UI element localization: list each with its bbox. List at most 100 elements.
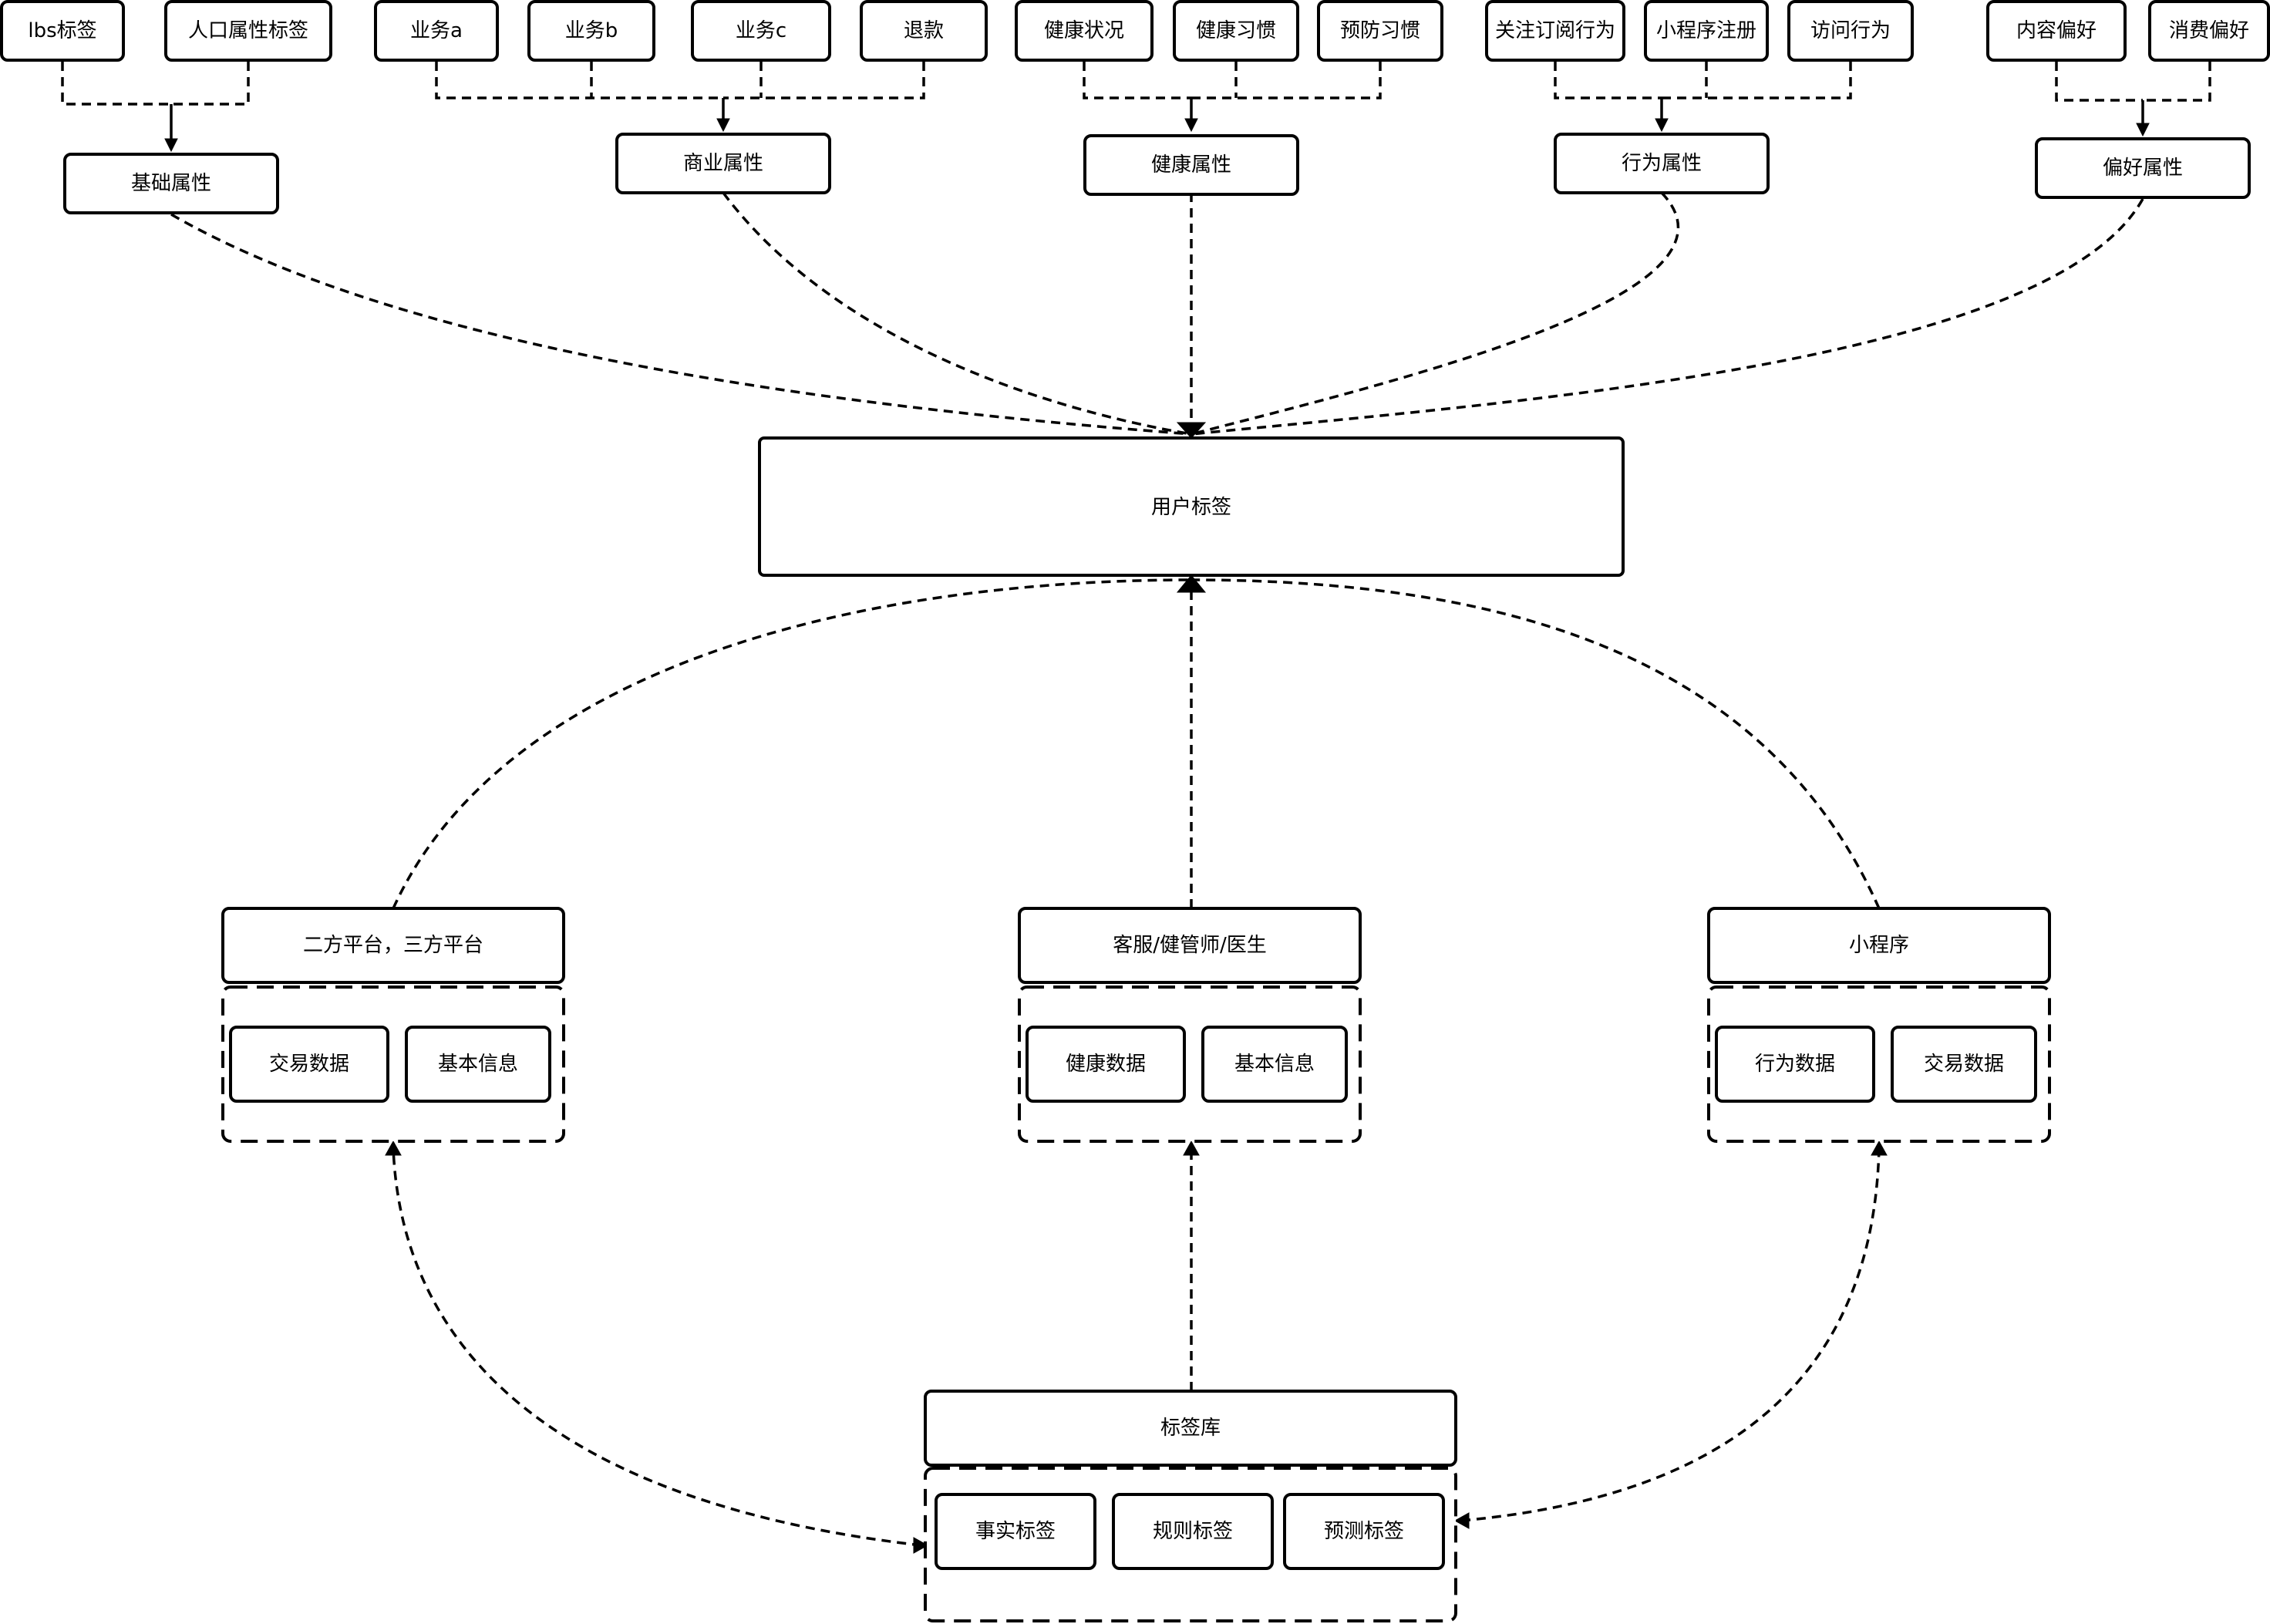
user-tags-node[interactable]: 用户标签 [758,436,1625,577]
edge-library-platform [392,1147,922,1547]
tag-refund[interactable]: 退款 [860,0,988,62]
category-preference[interactable]: 偏好属性 [2035,137,2251,199]
tag-refund-label: 退款 [904,19,944,42]
tag-health-status[interactable]: 健康状况 [1015,0,1154,62]
tag-population[interactable]: 人口属性标签 [164,0,332,62]
tag-library-title: 标签库 [1160,1417,1221,1440]
tag-biz-c[interactable]: 业务c [691,0,831,62]
arrowhead-icon [385,1140,402,1156]
tag-library-header[interactable]: 标签库 [924,1390,1457,1467]
source-miniapp: 小程序 行为数据 交易数据 [1707,907,2051,1143]
source-platform-item[interactable]: 交易数据 [229,1026,389,1103]
tag-biz-b-label: 业务b [565,19,618,42]
tag-consume-pref[interactable]: 消费偏好 [2148,0,2270,62]
source-miniapp-item-label: 行为数据 [1755,1053,1835,1076]
source-platform-title: 二方平台，三方平台 [303,934,483,957]
category-health[interactable]: 健康属性 [1083,134,1299,196]
edge-follow-to-behavior [1554,62,1662,99]
tag-lbs-label: lbs标签 [28,19,96,42]
source-service: 客服/健管师/医生 健康数据 基本信息 [1018,907,1362,1143]
edge-health-status-to-health [1083,62,1191,99]
tag-library-item-label: 事实标签 [975,1520,1056,1543]
edge-behavior-to-center [1191,191,1680,436]
tag-visit[interactable]: 访问行为 [1787,0,1914,62]
edges [61,62,2211,1547]
tag-prevent-habit-label: 预防习惯 [1340,19,1420,42]
edge-library-miniapp [1460,1147,1881,1522]
arrowheads [164,118,2150,1554]
source-platform-item-label: 基本信息 [438,1053,518,1076]
arrowhead-icon [1176,422,1207,439]
tag-content-pref-label: 内容偏好 [2016,19,2097,42]
edge-basic-to-center [170,213,1192,436]
edge-business-to-center [722,191,1192,436]
tag-prevent-habit[interactable]: 预防习惯 [1317,0,1443,62]
source-service-item-label: 基本信息 [1234,1053,1315,1076]
source-service-item[interactable]: 健康数据 [1026,1026,1186,1103]
source-platform: 二方平台，三方平台 交易数据 基本信息 [221,907,565,1143]
tag-content-pref[interactable]: 内容偏好 [1986,0,2127,62]
tag-library-item-label: 预测标签 [1324,1520,1404,1543]
arrowhead-icon [1871,1140,1888,1156]
edge-prevent-habit-to-health [1191,62,1382,99]
tag-health-status-label: 健康状况 [1044,19,1124,42]
source-service-item[interactable]: 基本信息 [1201,1026,1348,1103]
source-miniapp-item[interactable]: 行为数据 [1715,1026,1875,1103]
edge-miniapp-to-center [1191,578,1881,909]
tag-library-item[interactable]: 预测标签 [1283,1493,1445,1570]
tag-biz-b[interactable]: 业务b [527,0,655,62]
arrowhead-icon [1453,1512,1470,1529]
category-behavior[interactable]: 行为属性 [1554,133,1770,194]
edge-content-to-preference [2055,62,2143,102]
source-miniapp-title: 小程序 [1849,934,1909,957]
category-health-label: 健康属性 [1151,153,1231,177]
tag-lbs[interactable]: lbs标签 [0,0,125,62]
edge-biz-a-to-business [435,62,723,99]
arrowhead-icon [1655,118,1669,133]
edge-preference-to-center [1191,198,2144,436]
source-platform-item-label: 交易数据 [269,1053,349,1076]
tag-visit-label: 访问行为 [1810,19,1891,42]
arrowhead-icon [1183,1140,1200,1156]
category-basic[interactable]: 基础属性 [63,153,279,214]
tag-health-habit-label: 健康习惯 [1196,19,1276,42]
arrowhead-icon [716,118,730,133]
source-platform-header[interactable]: 二方平台，三方平台 [221,907,565,984]
tag-follow-subscribe-label: 关注订阅行为 [1495,19,1615,42]
tag-biz-c-label: 业务c [736,19,786,42]
tag-biz-a[interactable]: 业务a [374,0,499,62]
arrowhead-icon [1184,118,1198,133]
tag-library-item[interactable]: 事实标签 [935,1493,1096,1570]
category-behavior-label: 行为属性 [1622,152,1702,175]
tag-population-label: 人口属性标签 [188,19,308,42]
edge-platform-to-center [392,578,1192,909]
category-business[interactable]: 商业属性 [615,133,831,194]
tag-library: 标签库 事实标签 规则标签 预测标签 [924,1390,1457,1622]
source-service-item-label: 健康数据 [1066,1053,1146,1076]
tag-miniapp-register-label: 小程序注册 [1656,19,1756,42]
arrowhead-icon [913,1537,929,1554]
top-tags: lbs标签 人口属性标签 业务a 业务b 业务c 退款 健康状况 健康习惯 [0,0,2270,62]
edge-lbs-to-basic [61,62,171,106]
user-tags-label: 用户标签 [1151,496,1231,519]
arrowhead-icon [1176,574,1207,593]
tag-biz-a-label: 业务a [410,19,463,42]
tag-follow-subscribe[interactable]: 关注订阅行为 [1485,0,1625,62]
edge-consume-to-preference [2143,62,2211,102]
edge-visit-to-behavior [1662,62,1852,99]
category-basic-label: 基础属性 [131,172,211,195]
tag-miniapp-register[interactable]: 小程序注册 [1644,0,1769,62]
source-miniapp-header[interactable]: 小程序 [1707,907,2051,984]
arrowhead-icon [2136,123,2150,137]
source-service-title: 客服/健管师/医生 [1113,934,1267,957]
source-miniapp-item-label: 交易数据 [1924,1053,2004,1076]
source-service-header[interactable]: 客服/健管师/医生 [1018,907,1362,984]
arrowhead-icon [164,138,178,153]
tag-library-item[interactable]: 规则标签 [1112,1493,1274,1570]
tag-consume-pref-label: 消费偏好 [2169,19,2249,42]
tag-health-habit[interactable]: 健康习惯 [1173,0,1299,62]
categories: 基础属性 商业属性 健康属性 行为属性 偏好属性 [63,133,2251,214]
source-platform-item[interactable]: 基本信息 [405,1026,551,1103]
source-miniapp-item[interactable]: 交易数据 [1891,1026,2037,1103]
